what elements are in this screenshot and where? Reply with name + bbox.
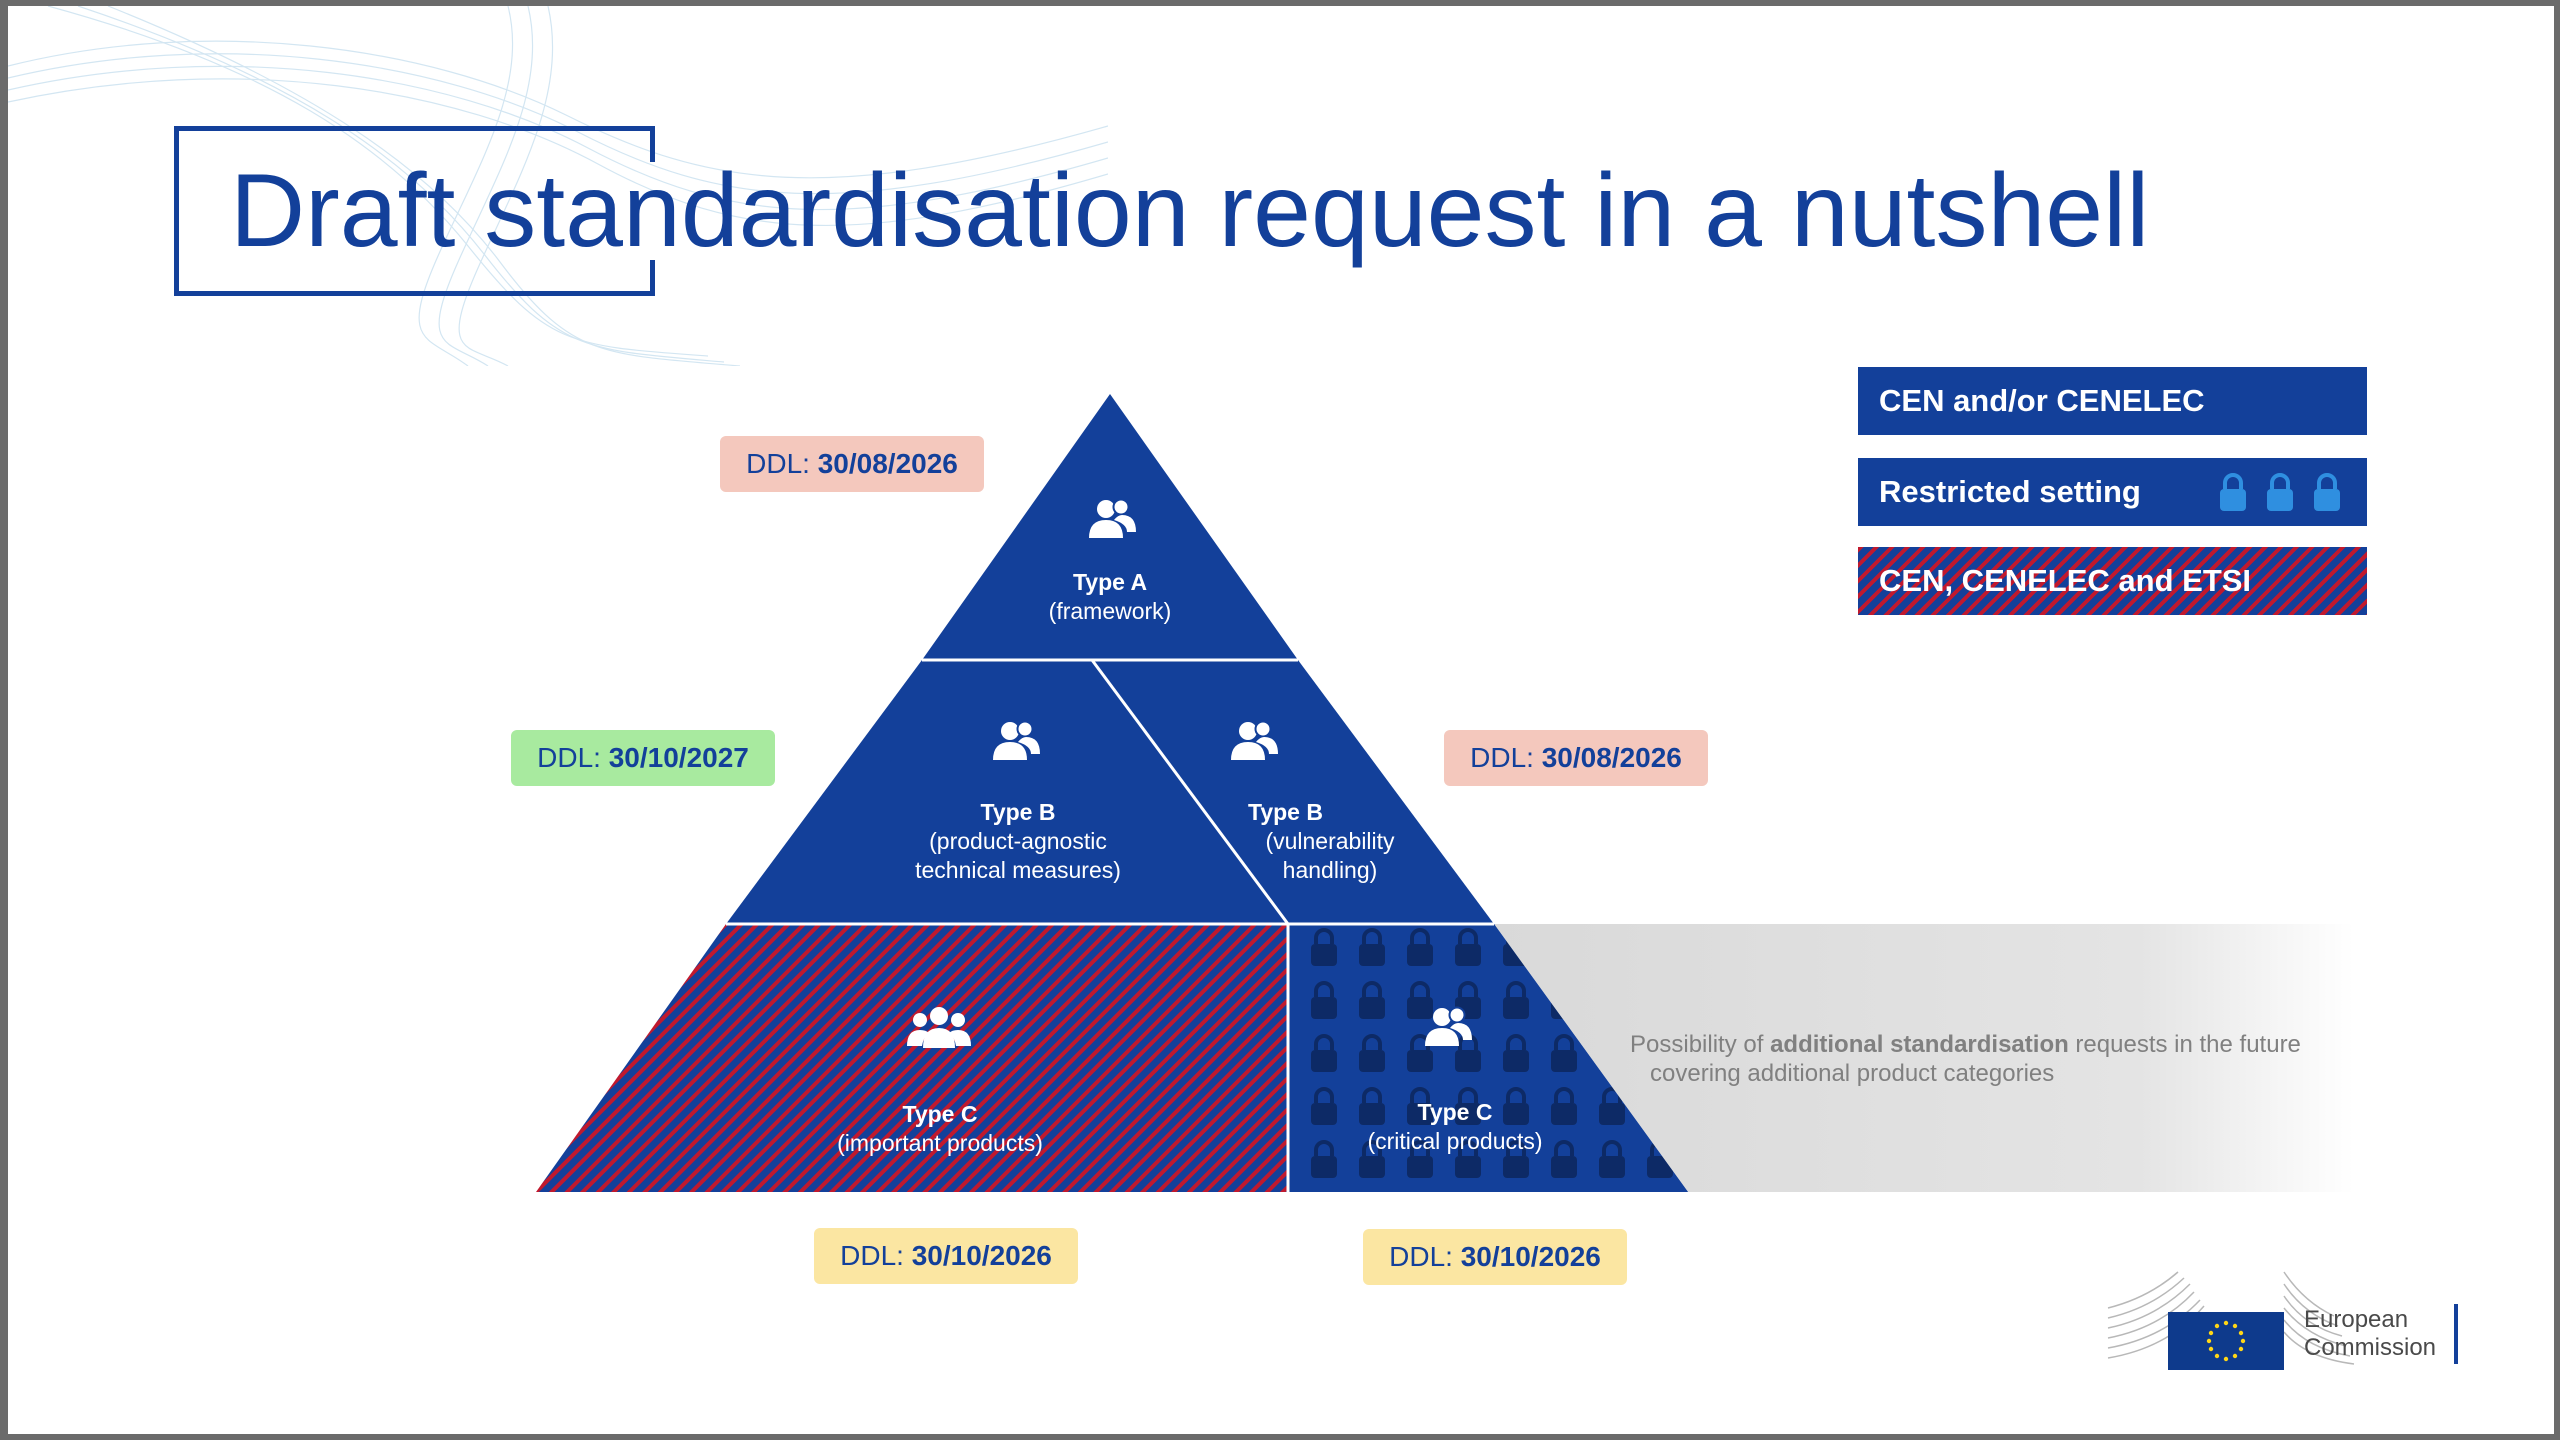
tier-b-left-sub: (product-agnostic technical measures)	[915, 828, 1121, 883]
future-line1-bold: additional standardisation	[1770, 1031, 2069, 1058]
tier-a-label: Type A (framework)	[988, 568, 1232, 626]
tier-c-important-products	[536, 924, 1288, 1192]
people-icon	[1425, 1006, 1472, 1046]
title-frame-edge-top	[650, 126, 655, 162]
group-icon	[907, 1007, 971, 1048]
tier-b-left-name: Type B	[980, 799, 1056, 825]
ddl-prefix: DDL:	[1470, 742, 1534, 773]
people-icon	[1089, 498, 1136, 538]
ddl-prefix: DDL:	[1389, 1241, 1453, 1272]
ddl-date: 30/08/2026	[817, 448, 958, 479]
tier-c-right-label: Type C (critical products)	[1338, 1098, 1572, 1156]
ddl-prefix: DDL:	[537, 742, 601, 773]
ec-logo-bar	[2454, 1304, 2458, 1364]
legend-restricted: Restricted setting	[1858, 458, 2367, 526]
slide: Draft standardisation request in a nutsh…	[8, 6, 2554, 1434]
legend-cen: CEN and/or CENELEC	[1858, 367, 2367, 435]
ddl-badge-type-c-left: DDL: 30/10/2026	[814, 1228, 1078, 1284]
ddl-prefix: DDL:	[840, 1240, 904, 1271]
tier-c-right-name: Type C	[1417, 1099, 1493, 1125]
tier-b-right-label: Type B (vulnerability handling)	[1230, 798, 1430, 885]
future-requests-note: Possibility of additional standardisatio…	[1630, 1030, 2350, 1088]
decorative-waves	[8, 6, 1108, 366]
tier-b-right-sub: (vulnerability handling)	[1265, 828, 1395, 883]
page-title: Draft standardisation request in a nutsh…	[230, 153, 2150, 269]
ddl-prefix: DDL:	[746, 448, 810, 479]
european-commission-logo	[2107, 1271, 2355, 1370]
ddl-date: 30/10/2026	[911, 1240, 1052, 1271]
ddl-badge-type-b-left: DDL: 30/10/2027	[511, 730, 775, 786]
people-icon	[1231, 720, 1278, 760]
tier-a-name: Type A	[1072, 569, 1148, 595]
tier-c-left-sub: (important products)	[837, 1130, 1043, 1156]
tier-b-right-name: Type B	[1248, 799, 1323, 825]
legend-restricted-label: Restricted setting	[1879, 474, 2141, 509]
ddl-date: 30/10/2026	[1460, 1241, 1601, 1272]
ddl-date: 30/08/2026	[1541, 742, 1682, 773]
ddl-badge-type-a: DDL: 30/08/2026	[720, 436, 984, 492]
tier-b-vulnerability-handling	[1092, 660, 1494, 924]
future-line1-post: requests in the future	[2068, 1031, 2301, 1058]
future-products-band	[1494, 924, 2354, 1192]
pyramid-diagram	[536, 394, 2354, 1192]
title-frame	[174, 126, 650, 296]
future-line1-pre: Possibility of	[1630, 1031, 1771, 1058]
tier-c-left-name: Type C	[902, 1101, 978, 1127]
people-icon	[993, 720, 1040, 760]
ec-wordmark: European Commission	[2304, 1306, 2436, 1362]
ddl-date: 30/10/2027	[608, 742, 749, 773]
future-line2: covering additional product categories	[1650, 1060, 2055, 1087]
tier-c-right-sub: (critical products)	[1367, 1128, 1543, 1154]
title-frame-edge-bottom	[650, 260, 655, 296]
legend-all-label: CEN, CENELEC and ETSI	[1879, 563, 2252, 598]
tier-b-product-agnostic	[726, 660, 1288, 924]
ddl-badge-type-c-right: DDL: 30/10/2026	[1363, 1229, 1627, 1285]
ec-line1: European	[2304, 1306, 2409, 1333]
ddl-badge-type-b-right: DDL: 30/08/2026	[1444, 730, 1708, 786]
legend-cen-label: CEN and/or CENELEC	[1879, 383, 2205, 418]
padlock-icon	[2220, 473, 2340, 511]
tier-b-left-label: Type B (product-agnostic technical measu…	[886, 798, 1150, 885]
tier-a-sub: (framework)	[1048, 598, 1172, 624]
ec-line2: Commission	[2304, 1334, 2437, 1361]
tier-c-left-label: Type C (important products)	[808, 1100, 1072, 1158]
legend-all: CEN, CENELEC and ETSI	[1858, 547, 2367, 615]
